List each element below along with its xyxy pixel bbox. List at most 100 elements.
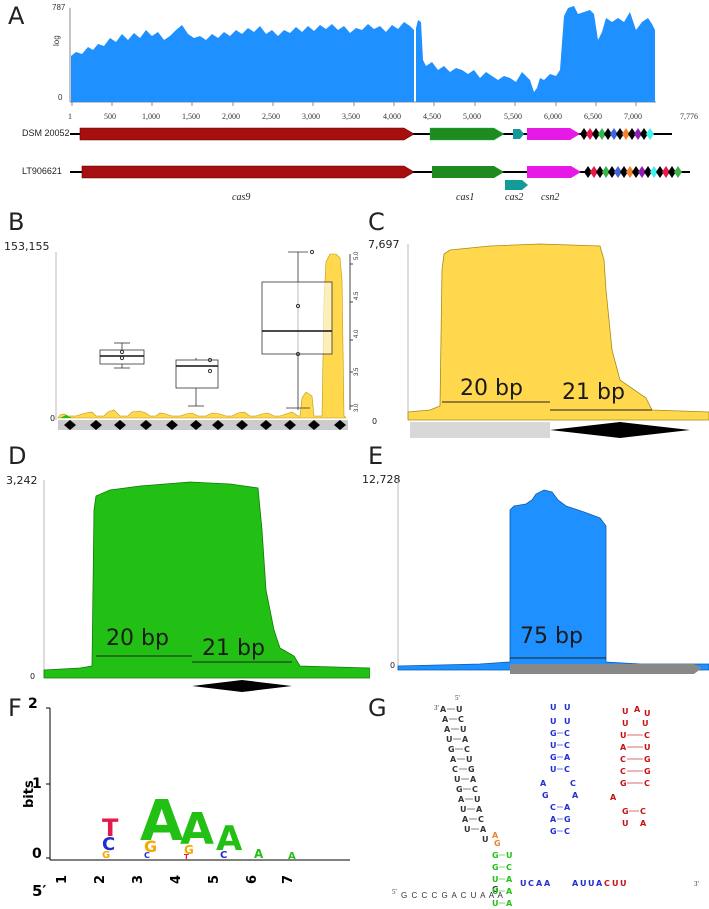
boxplot-box-1 (99, 349, 145, 365)
gene-label-cas1: cas1 (456, 192, 475, 203)
panel-a-xtick: 1,000 (142, 112, 160, 121)
track2-crispr-array (584, 166, 682, 178)
panel-a-xtick: 6,500 (584, 112, 602, 121)
panel-f-xtick: 6 (245, 874, 261, 885)
panel-f-ytick: 1 (32, 776, 42, 792)
panel-letter-d: D (8, 442, 27, 470)
panel-letter-e: E (368, 442, 384, 470)
panel-b-boxplot-inset (99, 249, 353, 410)
svg-text:U: U (564, 703, 571, 712)
panel-g-three-prime: 3' (694, 880, 699, 888)
panel-g-top-five: 5' (455, 694, 460, 702)
panel-c-label-21bp: 21 bp (562, 380, 625, 405)
svg-text:A: A (572, 791, 579, 800)
svg-text:A: A (572, 879, 579, 888)
svg-text:C: C (604, 879, 610, 888)
panel-f-ytick: 0 (32, 846, 42, 862)
svg-text:U: U (612, 879, 619, 888)
svg-text:U: U (622, 719, 629, 728)
svg-text:C: C (472, 785, 478, 794)
logo-letter-g: G (102, 850, 110, 861)
panel-f-xtick: 4 (169, 874, 185, 885)
panel-a-xtick: 1 (68, 112, 72, 121)
svg-text:U: U (474, 795, 481, 804)
svg-text:G: G (492, 885, 499, 894)
svg-text:G: G (456, 785, 463, 794)
panel-g-seq-left: G C C C G A C U A A A (401, 891, 504, 900)
svg-text:C: C (550, 803, 556, 812)
panel-d-label-20bp: 20 bp (106, 626, 169, 651)
svg-text:G: G (448, 745, 455, 754)
boxplot-box-3 (261, 281, 333, 355)
panel-e-ymax: 12,728 (362, 473, 401, 486)
svg-text:U: U (622, 819, 629, 828)
svg-text:U: U (550, 741, 557, 750)
svg-text:U: U (506, 851, 513, 860)
svg-text:G: G (550, 753, 557, 762)
panel-a-xtick: 4,000 (383, 112, 401, 121)
panel-d-coverage-area (43, 481, 370, 679)
panel-a-xtick: 1,500 (182, 112, 200, 121)
svg-text:U: U (550, 765, 557, 774)
svg-text:A: A (634, 705, 641, 714)
svg-text:A: A (550, 815, 557, 824)
svg-text:U: U (482, 835, 489, 844)
svg-text:A: A (596, 879, 603, 888)
svg-text:A: A (640, 819, 647, 828)
panel-d-black-feature (192, 680, 292, 692)
panel-a-x-ticks (71, 102, 637, 106)
panel-d-chart (43, 480, 370, 692)
track2-cas1-gene (432, 166, 504, 178)
svg-text:C: C (528, 879, 534, 888)
svg-text:U: U (564, 717, 571, 726)
svg-text:G: G (550, 827, 557, 836)
panel-a-xtick: 3,000 (302, 112, 320, 121)
svg-text:A: A (544, 879, 551, 888)
panel-f-sequence-logo: T C G A G C A G T A C A A (46, 707, 350, 862)
svg-text:C: C (506, 863, 512, 872)
svg-text:A: A (462, 735, 469, 744)
svg-text:C: C (620, 767, 626, 776)
svg-text:A: A (506, 899, 513, 908)
panel-f-xtick: 1 (55, 874, 71, 885)
svg-text:U: U (550, 717, 557, 726)
svg-text:A: A (470, 775, 477, 784)
svg-text:G: G (644, 767, 651, 776)
panel-d-ymax: 3,242 (6, 474, 38, 487)
panel-a-xtick: 500 (104, 112, 116, 121)
panel-a-xtick: 2,000 (222, 112, 240, 121)
svg-text:U: U (620, 731, 627, 740)
svg-text:U: U (464, 825, 471, 834)
svg-text:U: U (466, 755, 473, 764)
logo-letter-c: C (220, 850, 227, 861)
svg-text:C: C (564, 729, 570, 738)
svg-text:G: G (494, 839, 501, 848)
svg-text:G: G (492, 851, 499, 860)
svg-text:A: A (506, 887, 513, 896)
panel-letter-g: G (368, 694, 387, 722)
track2-cas9-gene (81, 165, 415, 179)
svg-text:C: C (564, 765, 570, 774)
gene-label-cas2: cas2 (505, 192, 524, 203)
panel-e-chart (397, 480, 709, 674)
svg-text:U: U (454, 775, 461, 784)
panel-letter-f: F (8, 694, 22, 722)
panel-a-xtick: 5,500 (504, 112, 522, 121)
svg-text:A: A (564, 803, 571, 812)
svg-text:U: U (446, 735, 453, 744)
svg-text:C: C (478, 815, 484, 824)
svg-text:C: C (564, 827, 570, 836)
svg-text:A: A (620, 743, 627, 752)
panel-b-arrows (64, 420, 346, 430)
panel-c-chart (407, 243, 709, 438)
gene-label-cas9: cas9 (232, 192, 251, 203)
svg-text:U: U (644, 709, 651, 718)
svg-text:C: C (458, 715, 464, 724)
logo-letter-a: A (216, 819, 243, 859)
strain-label-dsm20052: DSM 20052 (22, 128, 70, 138)
panel-c-ymax: 7,697 (368, 238, 400, 251)
panel-f-xtick: 3 (131, 874, 147, 885)
svg-text:C: C (640, 807, 646, 816)
track1-csn2-gene (527, 128, 580, 140)
track1-cas1-gene (429, 127, 505, 141)
